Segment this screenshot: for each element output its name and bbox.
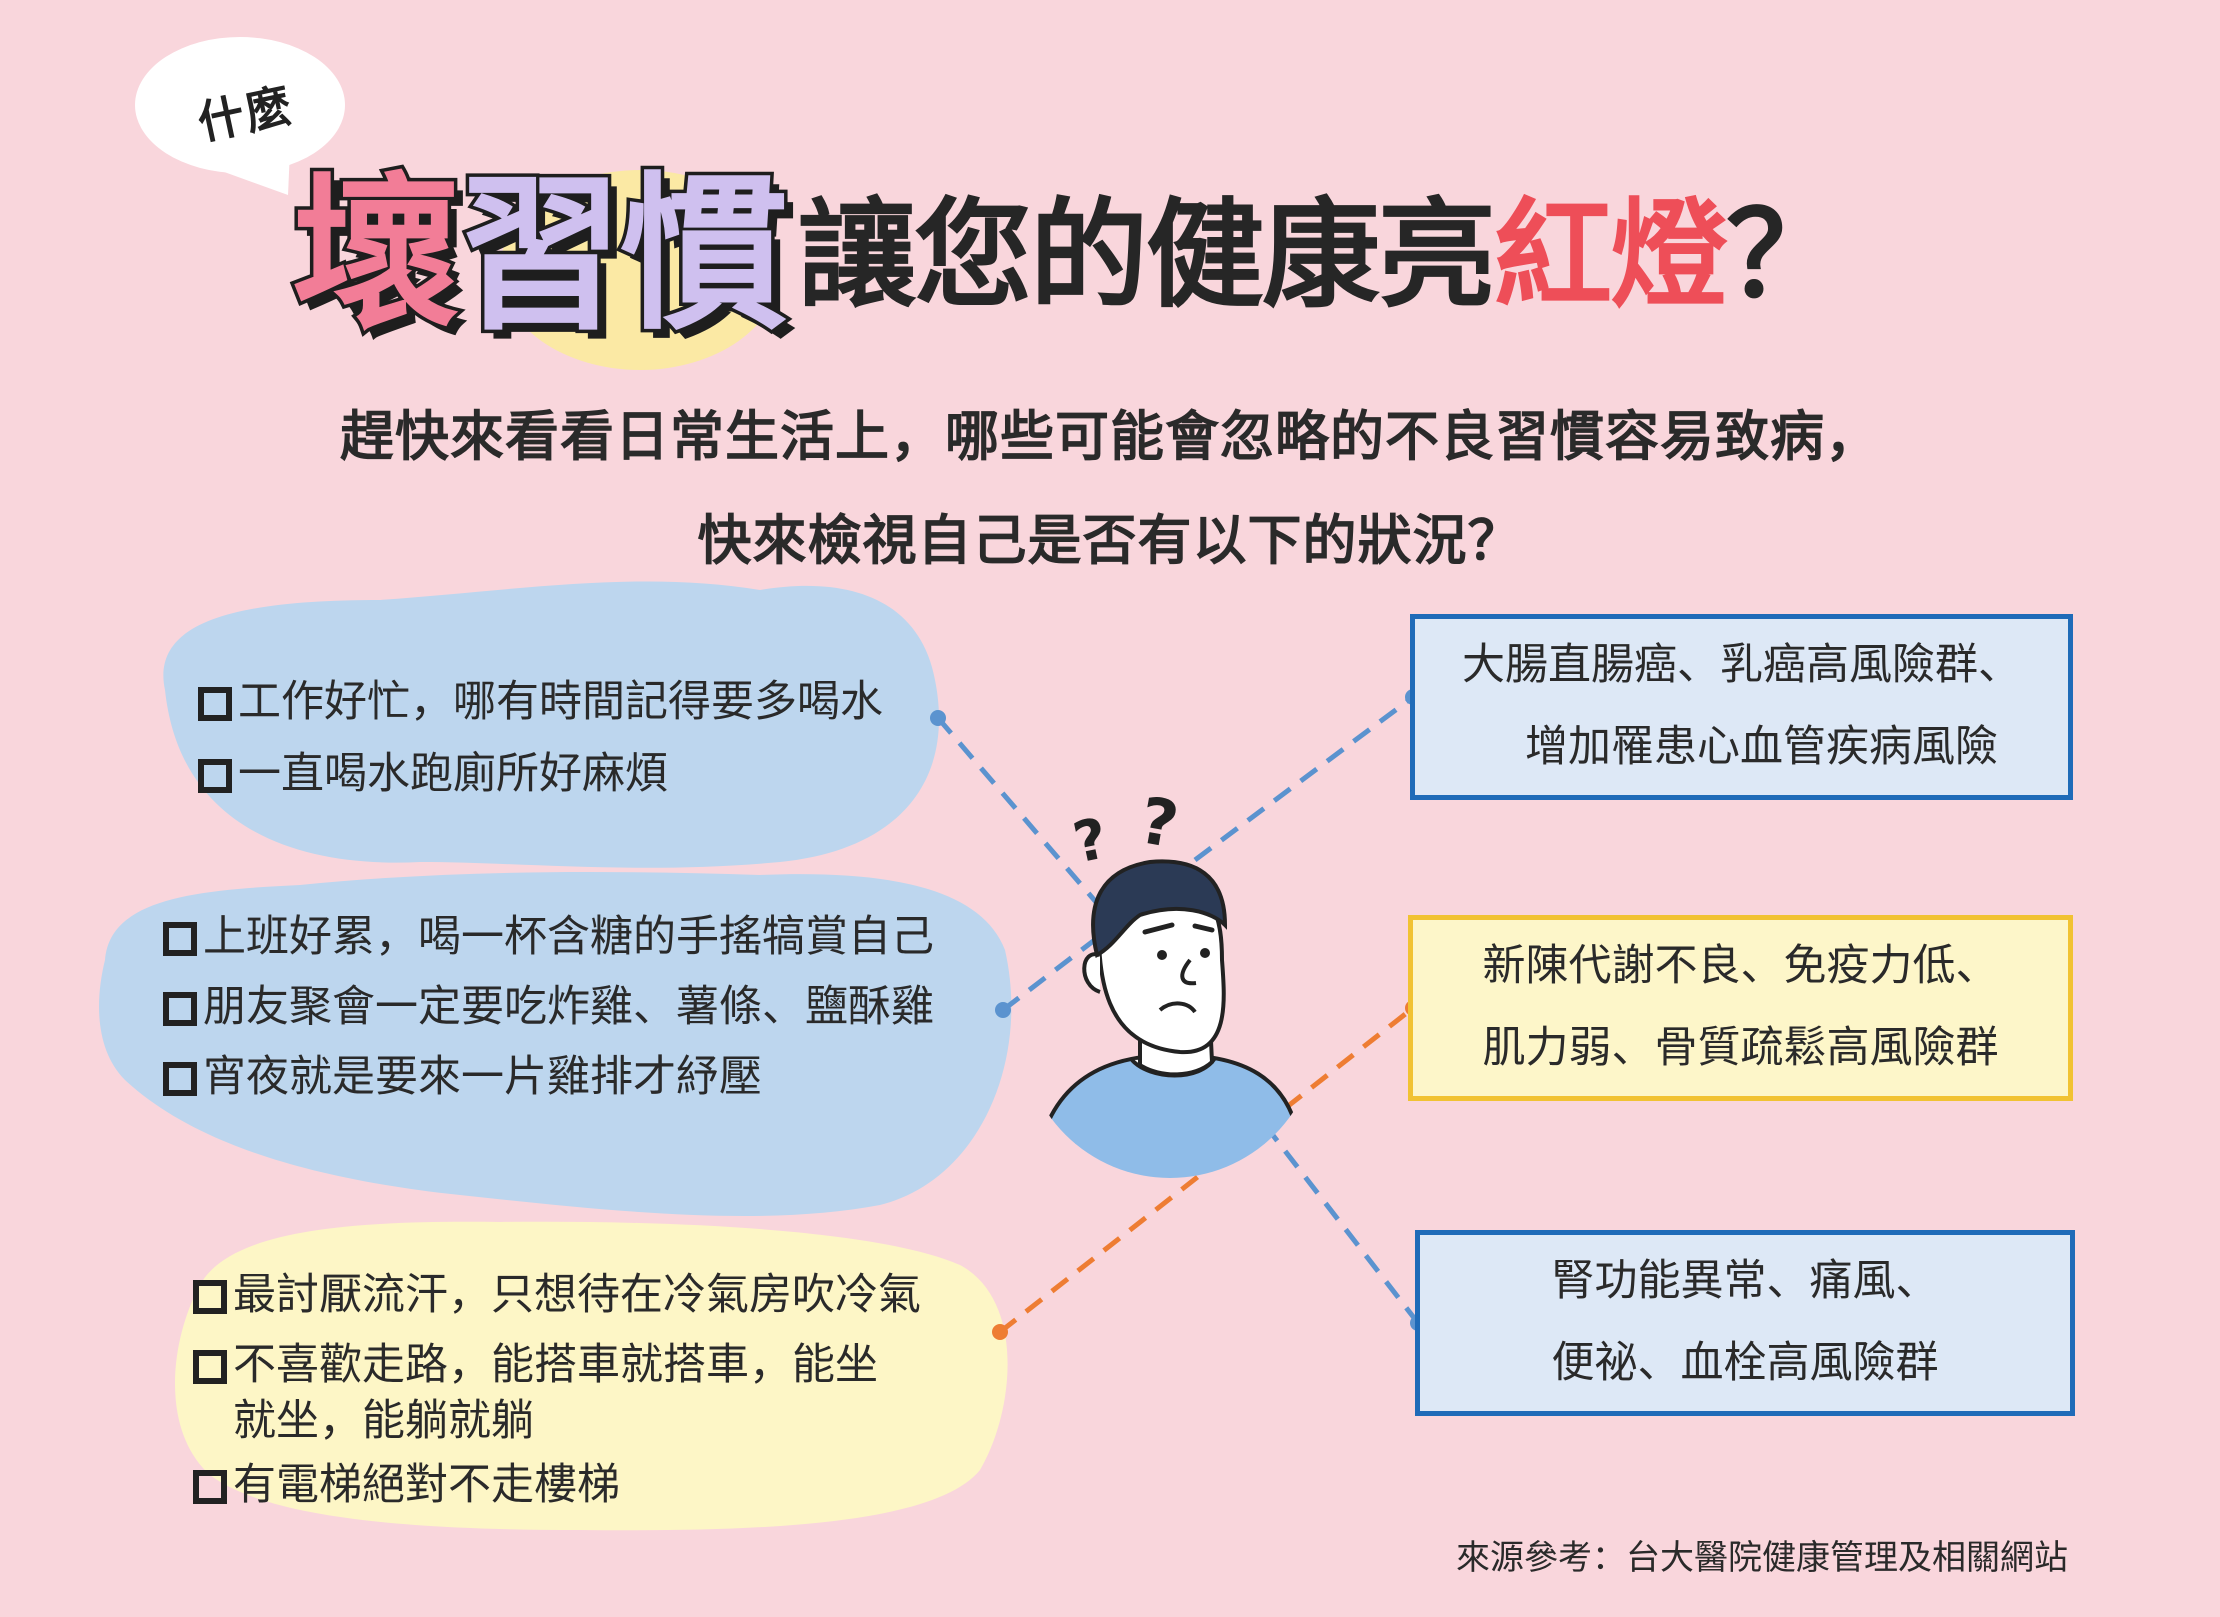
risk-box-2: 新陳代謝不良、免疫力低、 肌力弱、骨質疏鬆高風險群 — [1408, 915, 2073, 1101]
title-highlight: 紅燈 — [1494, 186, 1728, 324]
subtitle-line-1: 趕快來看看日常生活上，哪些可能會忽略的不良習慣容易致病， — [340, 405, 1880, 468]
confused-person-icon — [1038, 859, 1302, 1178]
list-item: 不喜歡走路，能搭車就搭車，能坐 — [193, 1338, 921, 1394]
checkbox-icon — [163, 991, 197, 1026]
risk-box-1: 大腸直腸癌、乳癌高風險群、 增加罹患心血管疾病風險 — [1410, 614, 2073, 800]
risk-box-3: 腎功能異常、痛風、 便祕、血栓高風險群 — [1415, 1230, 2075, 1416]
habit-group-2: 上班好累，喝一杯含糖的手搖犒賞自己 朋友聚會一定要吃炸雞、薯條、鹽酥雞 宵夜就是… — [163, 910, 934, 1106]
checkbox-icon — [198, 687, 232, 721]
title-word-habit: 習慣 — [453, 157, 792, 353]
list-item: 朋友聚會一定要吃炸雞、薯條、鹽酥雞 — [163, 980, 934, 1036]
subtitle-line-2: 快來檢視自己是否有以下的狀況？ — [697, 509, 1523, 572]
list-item: 一直喝水跑廁所好麻煩 — [198, 747, 883, 803]
habit-blob-3 — [175, 1221, 1008, 1531]
svg-text:?: ? — [1134, 784, 1183, 863]
list-item: 最討厭流汗，只想待在冷氣房吹冷氣 — [193, 1268, 921, 1324]
source-note: 來源參考：台大醫院健康管理及相關網站 — [1456, 1538, 2068, 1578]
habit-group-1: 工作好忙，哪有時間記得要多喝水 一直喝水跑廁所好麻煩 — [198, 675, 883, 803]
speech-bubble-icon — [135, 37, 345, 195]
page-title: 壞 習慣 讓您的健康亮 紅燈 ？ — [289, 150, 1845, 360]
habit-blob-1 — [163, 581, 940, 868]
list-item: 宵夜就是要來一片雞排才紓壓 — [163, 1050, 934, 1106]
checkbox-icon — [193, 1280, 227, 1314]
title-glow — [500, 170, 780, 370]
list-item-continuation: 就坐，能躺就躺 — [233, 1395, 534, 1446]
title-question-mark: ？ — [1726, 186, 1845, 324]
title-middle: 讓您的健康亮 — [798, 186, 1496, 324]
checkbox-icon — [193, 1349, 227, 1384]
list-item: 工作好忙，哪有時間記得要多喝水 — [198, 675, 883, 731]
list-item: 有電梯絕對不走樓梯 — [193, 1458, 921, 1514]
checkbox-icon — [193, 1469, 227, 1504]
habit-group-3: 最討厭流汗，只想待在冷氣房吹冷氣 不喜歡走路，能搭車就搭車，能坐 就坐，能躺就躺… — [193, 1268, 921, 1514]
title-word-bad: 壞 — [289, 157, 464, 353]
checkbox-icon — [163, 922, 197, 956]
checkbox-icon — [198, 758, 232, 793]
habit-blob-2 — [99, 872, 1012, 1216]
checkbox-icon — [163, 1061, 197, 1096]
list-item: 上班好累，喝一杯含糖的手搖犒賞自己 — [163, 910, 934, 966]
svg-text:?: ? — [1068, 806, 1113, 876]
